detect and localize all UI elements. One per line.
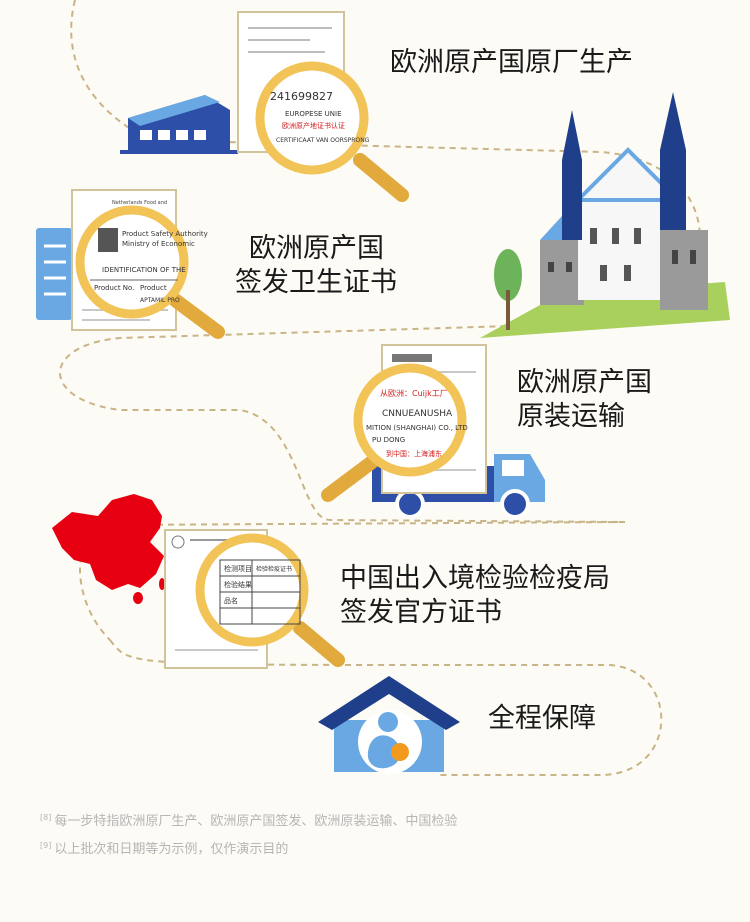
doc3-line: MITION (SHANGHAI) CO., LTD (366, 424, 468, 432)
step-4-title-line-2: 签发官方证书 (340, 597, 502, 628)
step-3-title: 欧洲原产国 原装运输 (517, 366, 652, 434)
footnote-2-text: 以上批次和日期等为示例，仅作演示目的 (54, 842, 289, 857)
step-3-title-line-2: 原装运输 (517, 401, 625, 432)
factory-icon (120, 95, 238, 154)
step-4-title-line-1: 中国出入境检验检疫局 (340, 563, 610, 594)
doc1-line: EUROPESE UNIE (285, 110, 342, 118)
doc4-cell: 检测项目 (224, 564, 252, 573)
doc2-line: Product No. (94, 284, 134, 292)
doc2-line: Product (140, 284, 167, 292)
home-protection-icon (318, 676, 460, 774)
step-2-title-line-1: 欧洲原产国 (249, 233, 384, 264)
doc2-line: Ministry of Economic (122, 240, 195, 248)
step-3-title-line-1: 欧洲原产国 (517, 367, 652, 398)
doc1-line-red: 欧洲原产地证书认证 (282, 121, 345, 130)
step-5-title-line: 全程保障 (488, 703, 596, 734)
magnifier-1: 241699827 EUROPESE UNIE 欧洲原产地证书认证 CERTIF… (255, 61, 409, 202)
doc3-line-red: 从欧洲：Cuijk工厂 (380, 388, 448, 398)
doc3-line-red: 到中国：上海浦东 (386, 449, 442, 458)
doc2-line: Netherlands Food and (112, 200, 167, 206)
doc4-cell: 检验检疫证书 (256, 565, 292, 573)
china-map-icon (52, 494, 165, 604)
magnifier-3: 从欧洲：Cuijk工厂 CNNUEANUSHA MITION (SHANGHAI… (321, 363, 468, 502)
footnote-2-mark: [9] (40, 840, 52, 850)
step-1-title-line: 欧洲原产国原厂生产 (390, 47, 633, 78)
doc1-line: CERTIFICAAT VAN OORSPRONG (276, 137, 370, 144)
doc4-cell: 品名 (224, 596, 238, 605)
doc2-line: IDENTIFICATION OF THE (102, 266, 186, 274)
doc3-line: PU DONG (372, 436, 405, 444)
magnifier-2: Product Safety Authority Ministry of Eco… (75, 205, 225, 339)
footnote-1: [8]每一步特指欧洲原厂生产、欧洲原产国签发、欧洲原装运输、中国检验 (40, 810, 457, 829)
doc2-line: Product Safety Authority (122, 230, 208, 238)
footnote-1-text: 每一步特指欧洲原厂生产、欧洲原产国签发、欧洲原装运输、中国检验 (54, 814, 458, 829)
step-1-title: 欧洲原产国原厂生产 (390, 46, 633, 80)
doc3-line: CNNUEANUSHA (382, 409, 453, 419)
step-5-title: 全程保障 (488, 702, 596, 736)
doc2-line: APTAMIL PRO (140, 297, 180, 304)
doc4-cell: 检验结果 (224, 580, 252, 589)
step-4-title: 中国出入境检验检疫局 签发官方证书 (340, 562, 610, 630)
step-2-title-line-2: 签发卫生证书 (235, 267, 397, 298)
castle-icon (480, 92, 730, 338)
step-2-title: 欧洲原产国 签发卫生证书 (235, 232, 397, 300)
doc1-number-b: 241699827 (270, 90, 333, 103)
document-stack-icon (36, 228, 72, 320)
magnifier-4: 检测项目 检验结果 品名 检验检疫证书 (195, 533, 345, 667)
footnote-2: [9]以上批次和日期等为示例，仅作演示目的 (40, 838, 288, 857)
footnote-1-mark: [8] (40, 812, 52, 822)
